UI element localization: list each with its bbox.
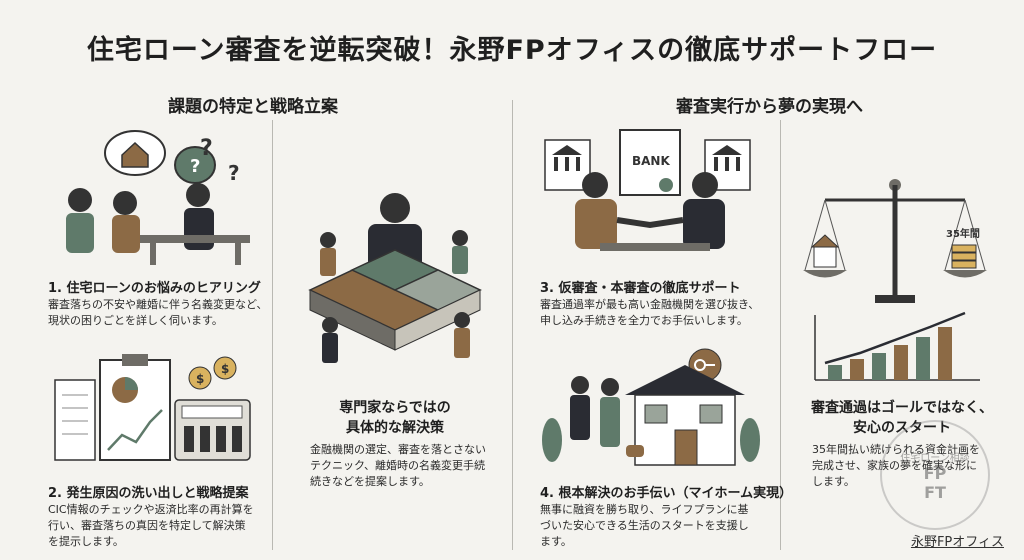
growth-line xyxy=(824,311,966,365)
father-body xyxy=(570,395,590,440)
svg-text:?: ? xyxy=(190,156,200,177)
step1-desc-line2: 現状の困りごとを詳しく伺います。 xyxy=(48,314,223,327)
step1-title: 1. 住宅ローンのお悩みのヒアリング xyxy=(48,281,261,296)
house-roof xyxy=(625,365,745,395)
svg-text:?: ? xyxy=(228,161,240,185)
checklist-icon xyxy=(54,379,96,461)
approval-seal-icon xyxy=(659,178,673,192)
divider-left xyxy=(272,120,273,550)
right-desc-line3: します。 xyxy=(812,475,855,488)
watermark-stamp: 住宅ローン相談 FP FT xyxy=(880,420,990,530)
step3-desc: 審査通過率が最も高い金融機関を選び抜き、 申し込み手続きを全力でお手伝いします。 xyxy=(540,297,759,329)
center-left-title-line1: 専門家ならではの xyxy=(339,400,451,416)
step2-desc-line1: CIC情報のチェックや返済比率の再計算を xyxy=(48,503,254,516)
expert-head xyxy=(380,193,410,223)
question-bubble-icon xyxy=(174,146,216,184)
client-woman-head xyxy=(113,191,137,215)
consultation-illustration: ? ? ? xyxy=(66,130,250,265)
stamp-bottom-text: FT xyxy=(924,482,946,502)
divider-right xyxy=(780,120,781,550)
step1-desc: 審査落ちの不安や離婚に伴う名義変更など、 現状の困りごとを詳しく伺います。 xyxy=(48,297,267,329)
step1-desc-line1: 審査落ちの不安や離婚に伴う名義変更など、 xyxy=(48,298,268,311)
dog-icon xyxy=(626,445,644,457)
handshake-icon xyxy=(616,217,684,229)
step4-desc-line3: ます。 xyxy=(540,535,572,548)
stamp-ring-text: 住宅ローン相談 xyxy=(900,452,970,464)
puzzle-illustration xyxy=(308,193,482,363)
advisor-head xyxy=(186,183,210,207)
section-heading-right: 審査実行から夢の実現へ xyxy=(676,97,863,117)
bank-sign-label: BANK xyxy=(632,154,670,168)
balance-growth-illustration: 35年間 xyxy=(803,179,987,381)
center-left-title-line2: 具体的な解決策 xyxy=(346,420,444,436)
tree-icon xyxy=(740,418,760,462)
growth-bar xyxy=(872,353,886,380)
step2-desc-line3: を提示します。 xyxy=(48,535,124,548)
step4-desc-line2: づいた安心できる生活のスタートを支援し xyxy=(540,519,749,532)
step2-desc: CIC情報のチェックや返済比率の再計算を 行い、審査落ちの真因を特定して解決策 … xyxy=(48,502,254,550)
growth-bar xyxy=(850,359,864,380)
growth-bar xyxy=(938,327,952,380)
client-man-body xyxy=(66,213,94,253)
coin-stack-icon xyxy=(951,244,977,253)
desk xyxy=(140,235,250,243)
center-left-desc-line1: 金融機関の選定、審査を落とさない xyxy=(310,443,486,456)
divider-center xyxy=(512,100,513,550)
svg-text:?: ? xyxy=(200,136,213,161)
scale-pan-left xyxy=(803,270,847,278)
analysis-illustration: $ $ xyxy=(54,354,251,461)
stamp-top-text: FP xyxy=(923,463,947,483)
center-left-desc: 金融機関の選定、審査を落とさない テクニック、離婚時の名義変更手続 続きなどを提… xyxy=(310,442,486,490)
mother-body xyxy=(600,397,620,447)
step4-title: 4. 根本解決のお手伝い（マイホーム実現） xyxy=(540,486,793,501)
bank-handshake-illustration: BANK xyxy=(544,129,751,251)
banker-head xyxy=(692,172,718,198)
growth-bar xyxy=(916,337,930,380)
coin-icon xyxy=(213,356,237,380)
house-icon xyxy=(813,246,837,268)
center-left-title: 専門家ならではの 具体的な解決策 xyxy=(280,398,510,438)
growth-bar xyxy=(828,365,842,380)
page-title: 住宅ローン審査を逆転突破！永野FPオフィスの徹底サポートフロー xyxy=(86,35,938,66)
client-body xyxy=(575,199,617,249)
center-left-desc-line2: テクニック、離婚時の名義変更手続 xyxy=(310,459,486,472)
family-home-illustration xyxy=(542,348,760,466)
step2-title: 2. 発生原因の洗い出しと戦略提案 xyxy=(48,486,249,501)
step2-desc-line2: 行い、審査落ちの真因を特定して解決策 xyxy=(48,519,246,532)
house-icon xyxy=(121,141,149,168)
tree-icon xyxy=(542,418,562,462)
client-head xyxy=(582,172,608,198)
section-heading-left: 課題の特定と戦略立案 xyxy=(168,97,338,117)
scale-label: 35年間 xyxy=(946,227,980,240)
coin-icon xyxy=(188,366,212,390)
banker-body xyxy=(683,199,725,249)
trend-line-icon xyxy=(107,409,163,451)
svg-text:$: $ xyxy=(221,362,229,376)
scale-pan-right xyxy=(943,270,987,278)
step4-desc: 無事に融資を勝ち取り、ライフプランに基 づいた安心できる生活のスタートを支援し … xyxy=(540,502,749,550)
center-left-desc-line3: 続きなどを提案します。 xyxy=(310,475,430,488)
advisor-body xyxy=(184,208,214,250)
step3-desc-line1: 審査通過率が最も高い金融機関を選び抜き、 xyxy=(540,298,760,311)
svg-text:$: $ xyxy=(196,372,204,386)
client-woman-body xyxy=(112,215,140,253)
client-man-head xyxy=(68,188,92,212)
growth-bar xyxy=(894,345,908,380)
credit-link[interactable]: 永野FPオフィス xyxy=(910,535,1004,550)
desk xyxy=(600,243,710,251)
step3-title: 3. 仮審査・本審査の徹底サポート xyxy=(540,281,741,296)
step3-desc-line2: 申し込み手続きを全力でお手伝いします。 xyxy=(540,314,748,327)
right-title-line1: 審査通過はゴールではなく、 xyxy=(811,400,993,416)
step4-desc-line1: 無事に融資を勝ち取り、ライフプランに基 xyxy=(540,503,749,516)
clipboard-icon xyxy=(99,359,171,461)
